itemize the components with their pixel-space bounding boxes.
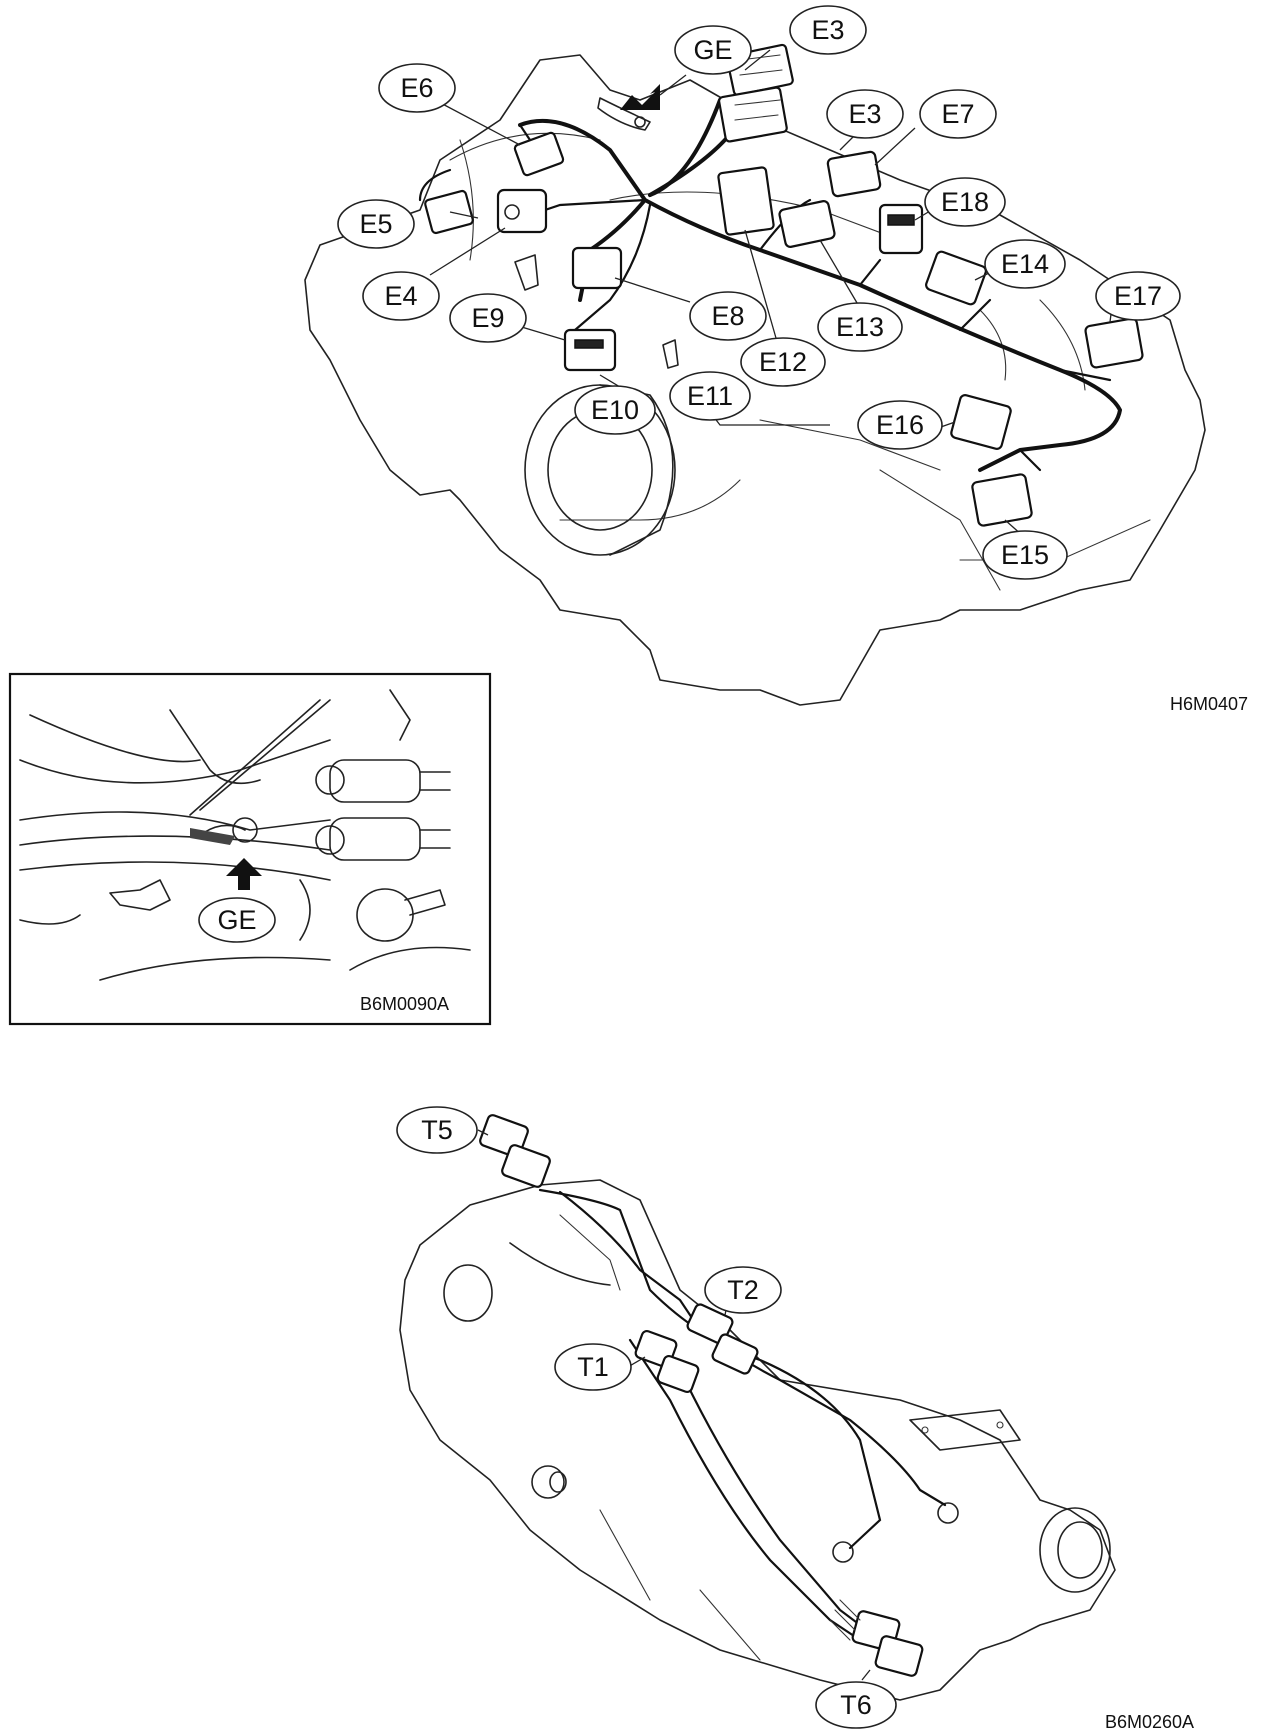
svg-text:E16: E16: [876, 410, 924, 440]
connector-t1: [634, 1329, 700, 1394]
transmission-case-outline: [399, 1179, 1116, 1701]
callout-e18: E18: [924, 177, 1006, 227]
svg-text:E8: E8: [711, 301, 744, 331]
output-flange: [1039, 1507, 1111, 1593]
callout-e8: E8: [689, 291, 767, 341]
ground-point-ge: [597, 97, 651, 131]
inset-frame: [8, 672, 492, 1026]
callout-e4: E4: [362, 271, 440, 321]
callout-e3-top: E3: [789, 5, 867, 55]
sensor-left: [531, 1465, 567, 1499]
svg-text:T5: T5: [421, 1115, 453, 1145]
svg-text:E3: E3: [848, 99, 881, 129]
connector-e5: [424, 189, 474, 235]
callout-t2: T2: [704, 1266, 782, 1314]
svg-text:E5: E5: [359, 209, 392, 239]
callout-e12: E12: [740, 337, 826, 387]
svg-text:T6: T6: [840, 1690, 872, 1720]
svg-text:E4: E4: [384, 281, 417, 311]
connector-e15: [971, 473, 1033, 527]
connector-e8: [571, 246, 623, 290]
connector-e3-lower: [826, 150, 882, 198]
svg-text:E9: E9: [471, 303, 504, 333]
figure-code-engine: H6M0407: [1170, 694, 1248, 714]
svg-text:E7: E7: [941, 99, 974, 129]
svg-text:E6: E6: [400, 73, 433, 103]
svg-text:E11: E11: [687, 381, 733, 411]
callout-ge: GE: [674, 25, 752, 75]
svg-text:E10: E10: [591, 395, 639, 425]
svg-text:E3: E3: [811, 15, 844, 45]
svg-text:T1: T1: [577, 1352, 609, 1382]
svg-text:E14: E14: [1001, 249, 1049, 279]
ground-arrow: [226, 858, 262, 890]
svg-text:E12: E12: [759, 347, 807, 377]
connector-e10: [563, 328, 617, 372]
callout-ge-inset: GE: [198, 897, 276, 943]
connector-e14: [925, 250, 987, 306]
svg-text:GE: GE: [693, 35, 732, 65]
connector-e12: [717, 166, 775, 236]
engine-harness-figure: GE E3 E6 E3 E7 E18 E5 E14 E4 E9 E8 E13 E…: [304, 5, 1248, 714]
callout-e15: E15: [982, 530, 1068, 580]
callout-e7: E7: [919, 89, 997, 139]
callout-e17: E17: [1095, 271, 1181, 321]
svg-text:E13: E13: [836, 312, 884, 342]
connector-t5: [479, 1114, 551, 1188]
callout-e13: E13: [817, 302, 903, 352]
figure-code-transmission: B6M0260A: [1105, 1712, 1194, 1732]
ground-detail-figure: GE B6M0090A: [8, 672, 492, 1026]
connector-e13: [778, 200, 836, 248]
callout-e9: E9: [449, 293, 527, 343]
callout-e6: E6: [378, 63, 456, 113]
callout-t5: T5: [396, 1106, 478, 1154]
callout-e14: E14: [984, 239, 1066, 289]
callout-e5: E5: [337, 199, 415, 249]
callout-t1: T1: [554, 1343, 632, 1391]
svg-text:E17: E17: [1114, 281, 1162, 311]
engine-block-outline: [304, 54, 1206, 706]
ge-pointer-arrow: [620, 84, 660, 110]
svg-text:T2: T2: [727, 1275, 759, 1305]
connector-t6: [829, 1599, 924, 1677]
connector-e18: [878, 203, 924, 255]
callout-t6: T6: [815, 1681, 897, 1729]
transmission-harness-figure: T5 T2 T1 T6 B6M0260A: [396, 1106, 1194, 1732]
connector-e17: [1084, 317, 1144, 369]
connector-e6: [513, 131, 565, 177]
connector-t2: [686, 1303, 759, 1375]
callout-e10: E10: [574, 385, 656, 435]
figure-code-inset: B6M0090A: [360, 994, 449, 1014]
connector-e16: [950, 394, 1012, 450]
connector-e4: [496, 188, 548, 234]
svg-text:E18: E18: [941, 187, 989, 217]
svg-text:E15: E15: [1001, 540, 1049, 570]
svg-text:GE: GE: [217, 905, 256, 935]
callout-e3-mid: E3: [826, 89, 904, 139]
callout-e16: E16: [857, 400, 943, 450]
callout-e11: E11: [669, 371, 751, 421]
